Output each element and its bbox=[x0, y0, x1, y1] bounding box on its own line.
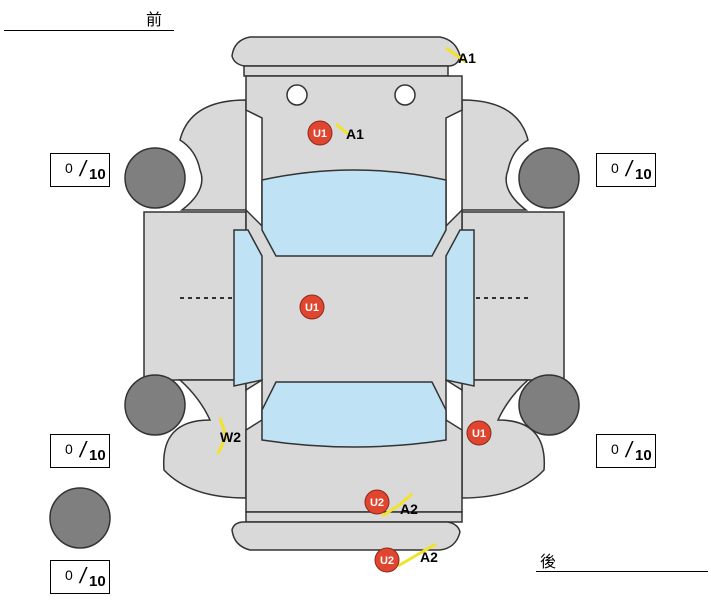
badge-text: U1 bbox=[472, 428, 486, 440]
damage-code-a1-bumper: A1 bbox=[458, 50, 476, 66]
rear-left-tire-icon bbox=[124, 374, 186, 436]
damage-badge-u2-trunk: U2 bbox=[364, 489, 390, 515]
rear-window bbox=[261, 381, 447, 448]
badge-text: U2 bbox=[380, 555, 394, 567]
gauge-max: 10 bbox=[635, 166, 652, 183]
gauge-max: 10 bbox=[635, 447, 652, 464]
spare-tire-gauge: 0 / 10 bbox=[50, 560, 110, 594]
gauge-value: 0 bbox=[65, 441, 73, 457]
damage-badge-u1-roof: U1 bbox=[299, 294, 325, 320]
badge-text: U1 bbox=[305, 302, 319, 314]
left-rear-fender bbox=[162, 379, 247, 499]
left-front-fender bbox=[179, 99, 247, 211]
gauge-max: 10 bbox=[89, 447, 106, 464]
gauge-max: 10 bbox=[89, 166, 106, 183]
rear-label: 後 bbox=[540, 552, 557, 571]
spare-tire-icon bbox=[49, 487, 111, 549]
right-window bbox=[445, 229, 475, 387]
gauge-max: 10 bbox=[89, 573, 106, 590]
right-rear-fender bbox=[461, 379, 546, 499]
rear-right-tire-gauge: 0 / 10 bbox=[596, 434, 656, 468]
gauge-value: 0 bbox=[611, 441, 619, 457]
damage-code-w2: W2 bbox=[220, 429, 241, 445]
badge-text: U2 bbox=[370, 497, 384, 509]
scratch-mark bbox=[445, 46, 467, 64]
gauge-value: 0 bbox=[611, 160, 619, 176]
windshield bbox=[261, 169, 447, 257]
rear-underline bbox=[536, 571, 708, 572]
front-underline bbox=[4, 30, 174, 31]
rear-left-tire-gauge: 0 / 10 bbox=[50, 434, 110, 468]
front-right-tire-gauge: 0 / 10 bbox=[596, 153, 656, 187]
badge-text: U1 bbox=[313, 128, 327, 140]
damage-badge-u1-rear-fender: U1 bbox=[466, 420, 492, 446]
rear-bumper bbox=[231, 521, 461, 551]
gauge-slash: / bbox=[77, 437, 89, 462]
rear-right-tire-icon bbox=[518, 374, 580, 436]
headlight-right bbox=[394, 84, 416, 106]
front-bumper bbox=[231, 36, 461, 67]
gauge-value: 0 bbox=[65, 160, 73, 176]
damage-code-a1-hood: A1 bbox=[346, 126, 364, 142]
front-left-tire-gauge: 0 / 10 bbox=[50, 153, 110, 187]
gauge-slash: / bbox=[77, 156, 89, 181]
gauge-slash: / bbox=[623, 437, 635, 462]
damage-badge-u2-rear-bumper: U2 bbox=[374, 547, 400, 573]
left-side-panel bbox=[143, 211, 247, 381]
scratch-mark bbox=[381, 492, 413, 518]
front-left-tire-icon bbox=[124, 147, 186, 209]
damage-code-a2-trunk: A2 bbox=[400, 501, 418, 517]
scratch-mark bbox=[397, 542, 437, 568]
damage-code-a2-bumper: A2 bbox=[420, 549, 438, 565]
gauge-slash: / bbox=[623, 156, 635, 181]
right-front-fender bbox=[461, 99, 529, 211]
front-bumper-lip bbox=[243, 65, 449, 77]
gauge-value: 0 bbox=[65, 567, 73, 583]
headlight-left bbox=[286, 84, 308, 106]
right-side-panel bbox=[461, 211, 565, 381]
damage-badge-u1-hood: U1 bbox=[307, 120, 333, 146]
front-label: 前 bbox=[146, 10, 163, 29]
scratch-mark bbox=[335, 122, 349, 136]
left-window bbox=[233, 229, 263, 387]
front-right-tire-icon bbox=[518, 147, 580, 209]
scratch-mark bbox=[216, 417, 228, 455]
gauge-slash: / bbox=[77, 563, 89, 588]
rear-bumper-lip bbox=[245, 511, 463, 523]
